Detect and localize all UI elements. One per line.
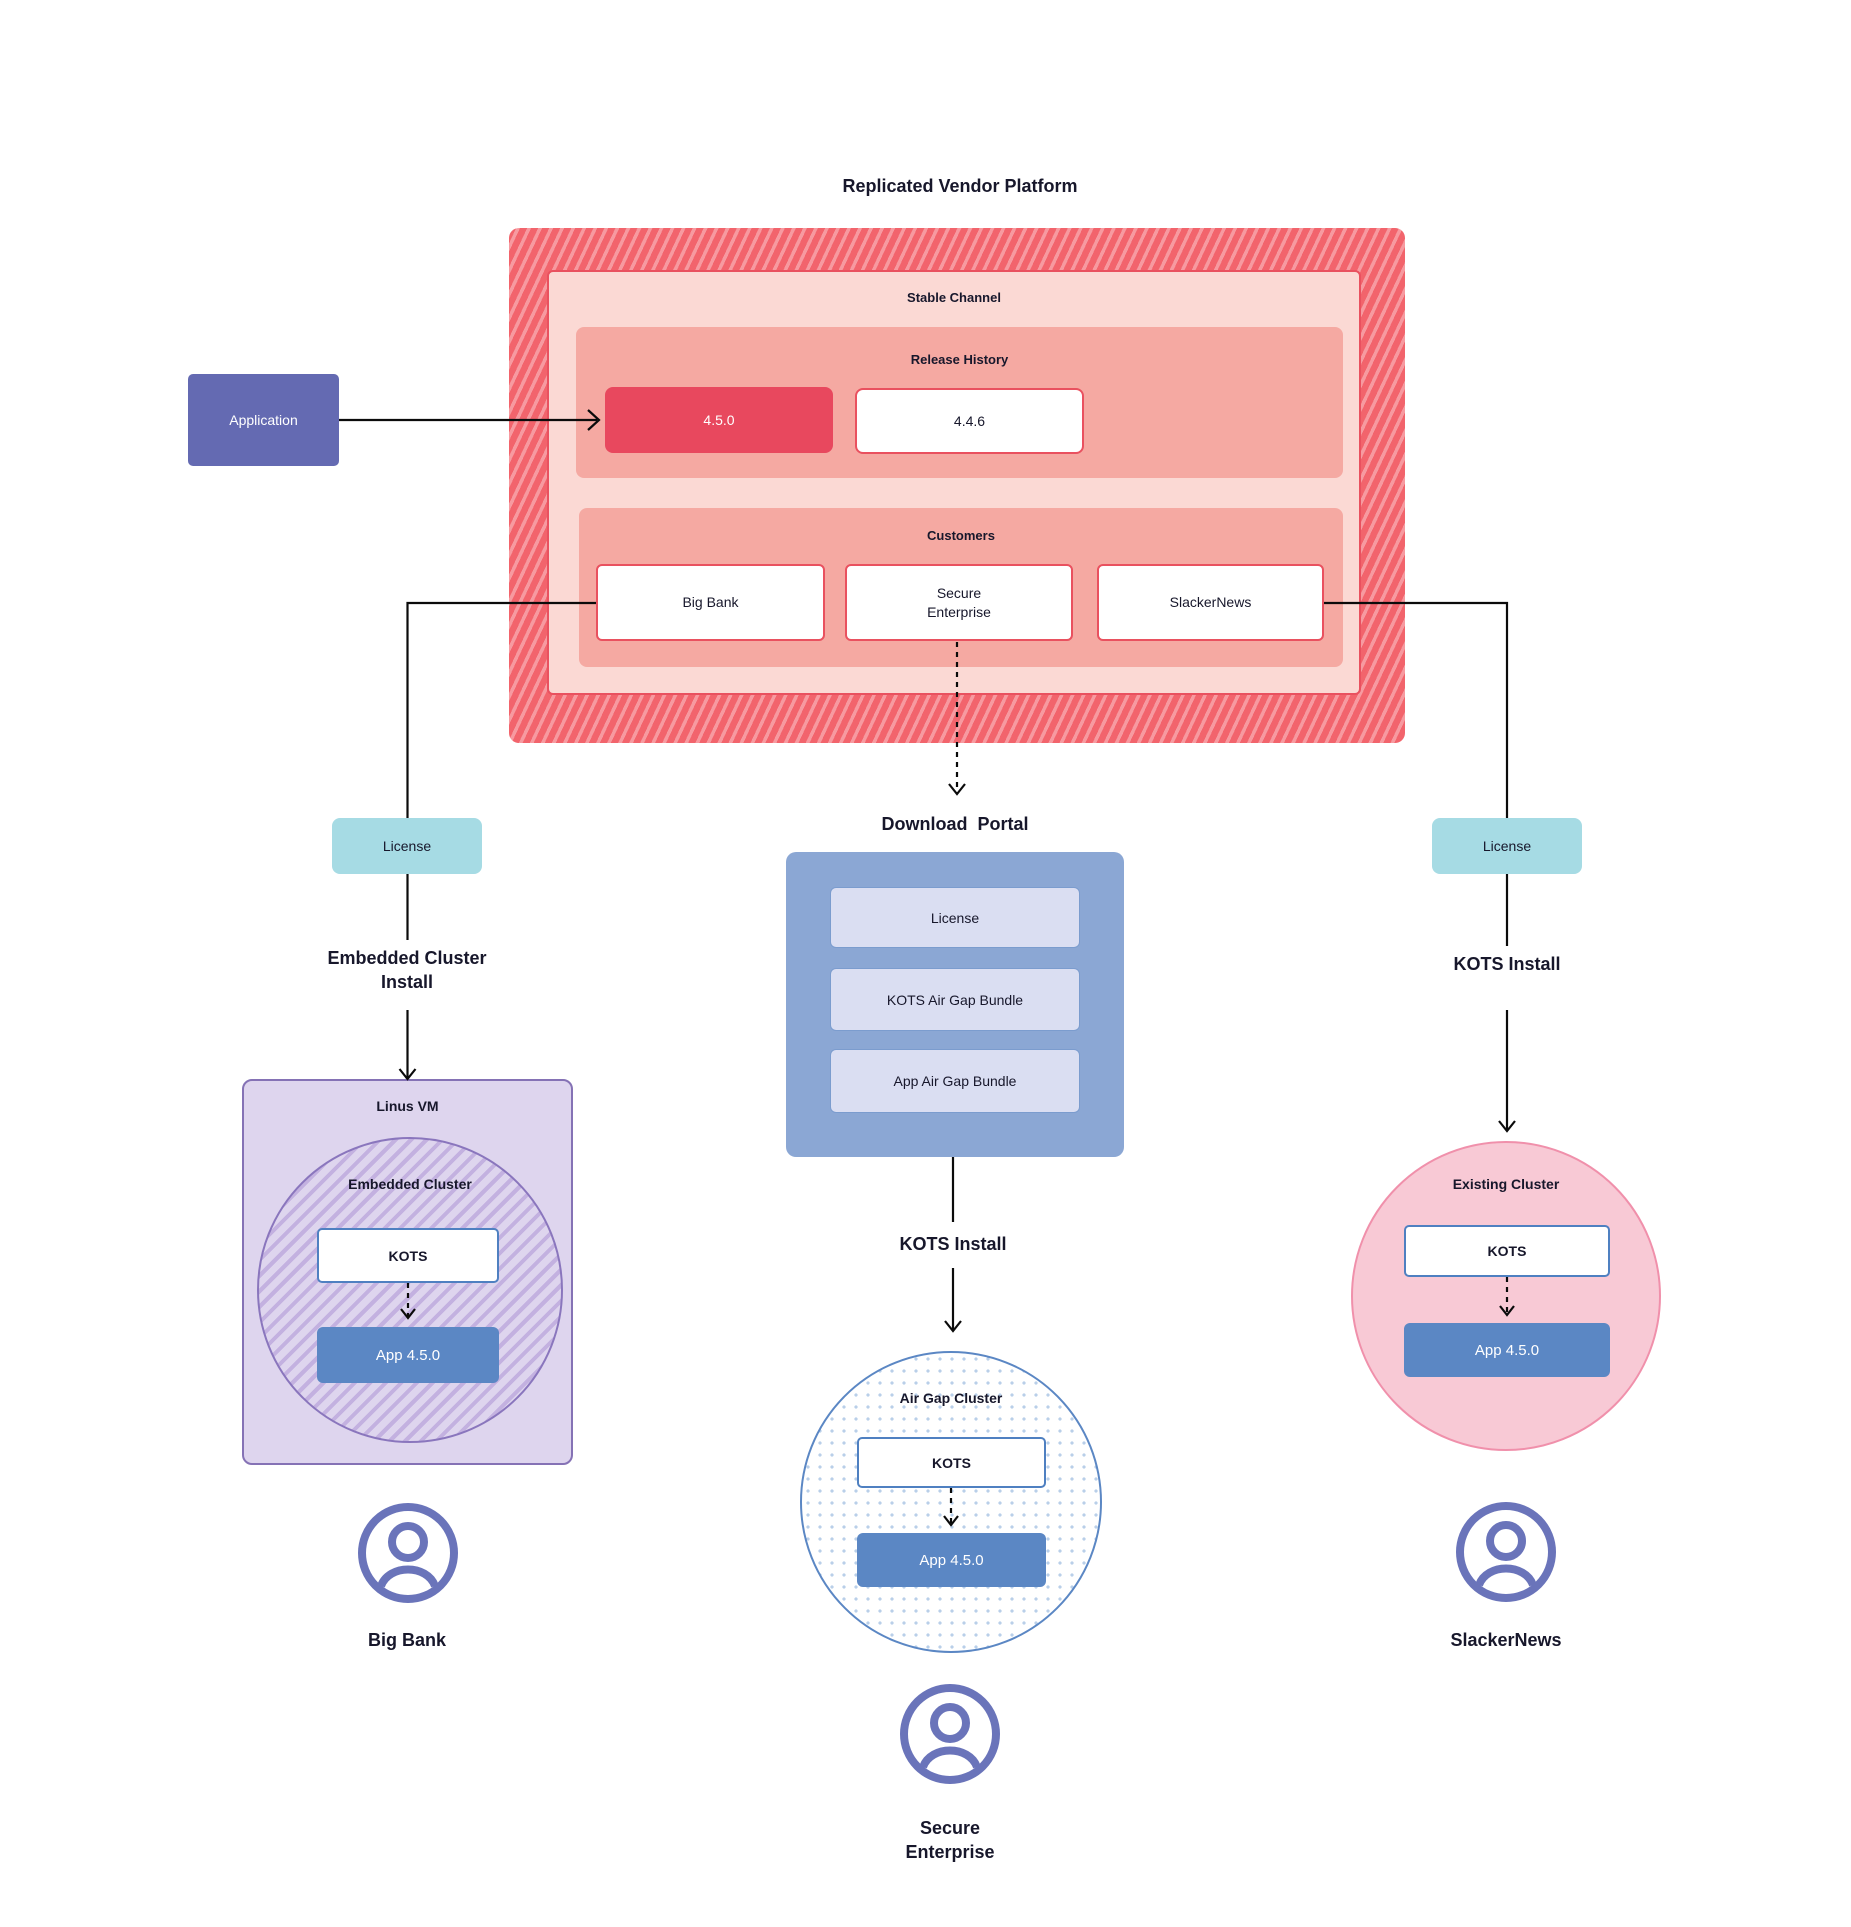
embedded-cluster-install-label: Embedded Cluster Install xyxy=(327,948,487,992)
portal-item-kots-airgap-bundle: KOTS Air Gap Bundle xyxy=(830,968,1080,1031)
customer-secure-enterprise: Secure Enterprise xyxy=(845,564,1073,641)
license-box-slackernews: License xyxy=(1432,818,1582,874)
portal-item-license: License xyxy=(830,887,1080,948)
kots-install-label-right: KOTS Install xyxy=(1453,954,1561,974)
portal-item-app-airgap-bundle: App Air Gap Bundle xyxy=(830,1049,1080,1113)
app-box-slackernews: App 4.5.0 xyxy=(1404,1323,1610,1377)
kots-box-big-bank: KOTS xyxy=(317,1228,499,1283)
customer-big-bank: Big Bank xyxy=(596,564,825,641)
kots-box-slackernews: KOTS xyxy=(1404,1225,1610,1277)
arrow-install-to-air-gap-cluster xyxy=(944,1268,962,1333)
download-portal-title: Download Portal xyxy=(881,814,1029,834)
app-box-big-bank: App 4.5.0 xyxy=(317,1327,499,1383)
user-label-slackernews: SlackerNews xyxy=(1450,1630,1562,1650)
embedded-cluster-label: Embedded Cluster xyxy=(348,1176,472,1192)
embedded-cluster-circle xyxy=(257,1137,563,1443)
customer-slackernews: SlackerNews xyxy=(1097,564,1324,641)
air-gap-cluster-label: Air Gap Cluster xyxy=(899,1390,1003,1406)
kots-box-secure-enterprise: KOTS xyxy=(857,1437,1046,1488)
release-4-4-6: 4.4.6 xyxy=(855,388,1084,454)
user-icon xyxy=(358,1503,458,1603)
existing-cluster-label: Existing Cluster xyxy=(1452,1176,1560,1192)
arrow-install-to-linus-vm xyxy=(398,1010,417,1081)
linus-vm-label: Linus VM xyxy=(376,1098,439,1114)
application-box: Application xyxy=(188,374,339,466)
customers-label: Customers xyxy=(927,528,995,543)
release-4-5-0: 4.5.0 xyxy=(605,387,833,453)
user-label-secure-enterprise: Secure Enterprise xyxy=(905,1818,995,1862)
user-label-big-bank: Big Bank xyxy=(367,1630,446,1650)
user-icon xyxy=(900,1684,1000,1784)
app-box-secure-enterprise: App 4.5.0 xyxy=(857,1533,1046,1587)
license-box-big-bank: License xyxy=(332,818,482,874)
arrow-install-to-existing-cluster xyxy=(1498,1010,1516,1133)
stable-channel-label: Stable Channel xyxy=(907,290,1001,305)
release-history-label: Release History xyxy=(910,352,1009,367)
kots-install-label-middle: KOTS Install xyxy=(899,1234,1007,1254)
page-title: Replicated Vendor Platform xyxy=(842,176,1078,196)
customer-secure-enterprise-label: Secure Enterprise xyxy=(927,584,991,620)
user-icon xyxy=(1456,1502,1556,1602)
